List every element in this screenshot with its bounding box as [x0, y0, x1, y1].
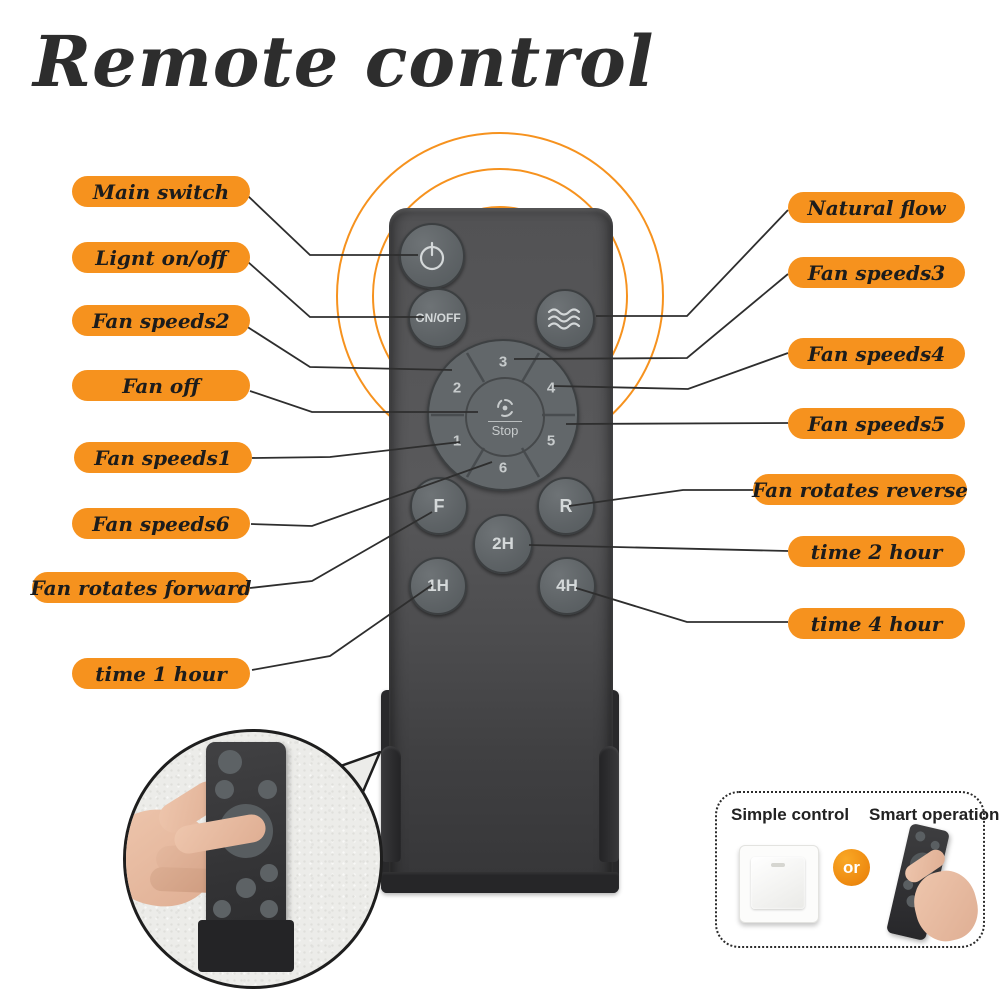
callout-label: Fan speeds2	[92, 308, 230, 333]
comparison-panel: Simple control Smart operation or	[715, 791, 999, 948]
holder-clip-left	[381, 746, 401, 862]
smart-remote-button	[914, 830, 927, 843]
callout-time-4-hour: time 4 hour	[788, 608, 965, 639]
timer-1h-button: 1H	[409, 557, 467, 615]
pad-number-4: 4	[546, 379, 556, 397]
mini-2h-button	[236, 878, 256, 898]
switch-indicator	[771, 863, 785, 867]
callout-label: time 2 hour	[810, 539, 943, 564]
power-button	[399, 223, 465, 289]
mini-1h-button	[213, 900, 231, 918]
callout-fan-speeds3: Fan speeds3	[788, 257, 965, 288]
callout-main-switch: Main switch	[72, 176, 250, 207]
callout-label: Fan speeds5	[807, 411, 946, 436]
callout-natural-flow: Natural flow	[788, 192, 965, 223]
power-icon	[419, 241, 445, 271]
callout-label: Fan speeds4	[807, 341, 946, 366]
smart-operation-label: Smart operation	[869, 805, 1000, 824]
callout-label: Fan speeds3	[807, 260, 946, 285]
callout-fan-speeds5: Fan speeds5	[788, 408, 965, 439]
callout-label: Fan rotates forward	[30, 575, 252, 600]
onoff-label: ON/OFF	[415, 311, 461, 325]
pad-number-5: 5	[546, 432, 556, 450]
timer-2h-button: 2H	[473, 514, 533, 574]
inset-photo-hand-remote	[123, 729, 383, 989]
callout-label: Natural flow	[807, 195, 946, 220]
pad-number-3: 3	[498, 353, 508, 371]
callout-label: Fan speeds1	[94, 445, 232, 470]
callout-time-1-hour: time 1 hour	[72, 658, 250, 689]
reverse-label: R	[559, 495, 573, 516]
pad-number-2: 2	[452, 379, 462, 397]
waves-icon	[547, 308, 581, 330]
callout-light-onoff: Lignt on/off	[72, 242, 250, 273]
fan-icon	[497, 399, 513, 417]
stop-label: Stop	[487, 421, 523, 438]
pad-number-1: 1	[452, 432, 462, 450]
fan-speed-pad: 3 4 5 6 1 2 Stop	[427, 339, 579, 491]
mini-wave-button	[258, 780, 277, 799]
callout-label: time 4 hour	[810, 611, 943, 636]
mini-wall-holder	[198, 920, 294, 972]
natural-flow-button	[535, 289, 595, 349]
callout-label: Fan speeds6	[92, 511, 230, 536]
forward-button: F	[410, 477, 468, 535]
callout-time-2-hour: time 2 hour	[788, 536, 965, 567]
holder-bottom-lip	[381, 872, 619, 893]
timer-2h-label: 2H	[492, 534, 514, 553]
callout-fan-speeds4: Fan speeds4	[788, 338, 965, 369]
mini-4h-button	[260, 900, 278, 918]
callout-label: Lignt on/off	[95, 245, 227, 270]
mini-power-button	[218, 750, 242, 774]
forward-label: F	[433, 495, 445, 516]
simple-control-label: Simple control	[731, 805, 850, 824]
callout-fan-speeds6: Fan speeds6	[72, 508, 250, 539]
mini-reverse-button	[260, 864, 278, 882]
pad-number-6: 6	[498, 459, 508, 477]
or-badge: or	[833, 849, 870, 886]
callout-fan-off: Fan off	[72, 370, 250, 401]
mini-onoff-button	[215, 780, 234, 799]
page-title: Remote control	[33, 20, 655, 103]
reverse-button: R	[537, 477, 595, 535]
wall-switch-rocker	[751, 857, 805, 909]
callout-label: Fan rotates reverse	[752, 477, 968, 502]
callout-label: time 1 hour	[95, 661, 227, 686]
connector-natural-flow	[596, 209, 789, 317]
timer-1h-label: 1H	[427, 576, 449, 595]
callout-fan-speeds1: Fan speeds1	[74, 442, 252, 473]
light-onoff-button: ON/OFF	[408, 288, 468, 348]
callout-fan-rotates-reverse: Fan rotates reverse	[752, 474, 968, 505]
holder-clip-right	[599, 746, 619, 862]
callout-fan-speeds2: Fan speeds2	[72, 305, 250, 336]
callout-label: Main switch	[92, 179, 230, 204]
timer-4h-button: 4H	[538, 557, 596, 615]
callout-label: Fan off	[122, 373, 200, 398]
stop-button: Stop	[465, 377, 545, 457]
wall-switch	[739, 845, 819, 923]
timer-4h-label: 4H	[556, 576, 578, 595]
callout-fan-rotates-forward: Fan rotates forward	[30, 572, 252, 603]
